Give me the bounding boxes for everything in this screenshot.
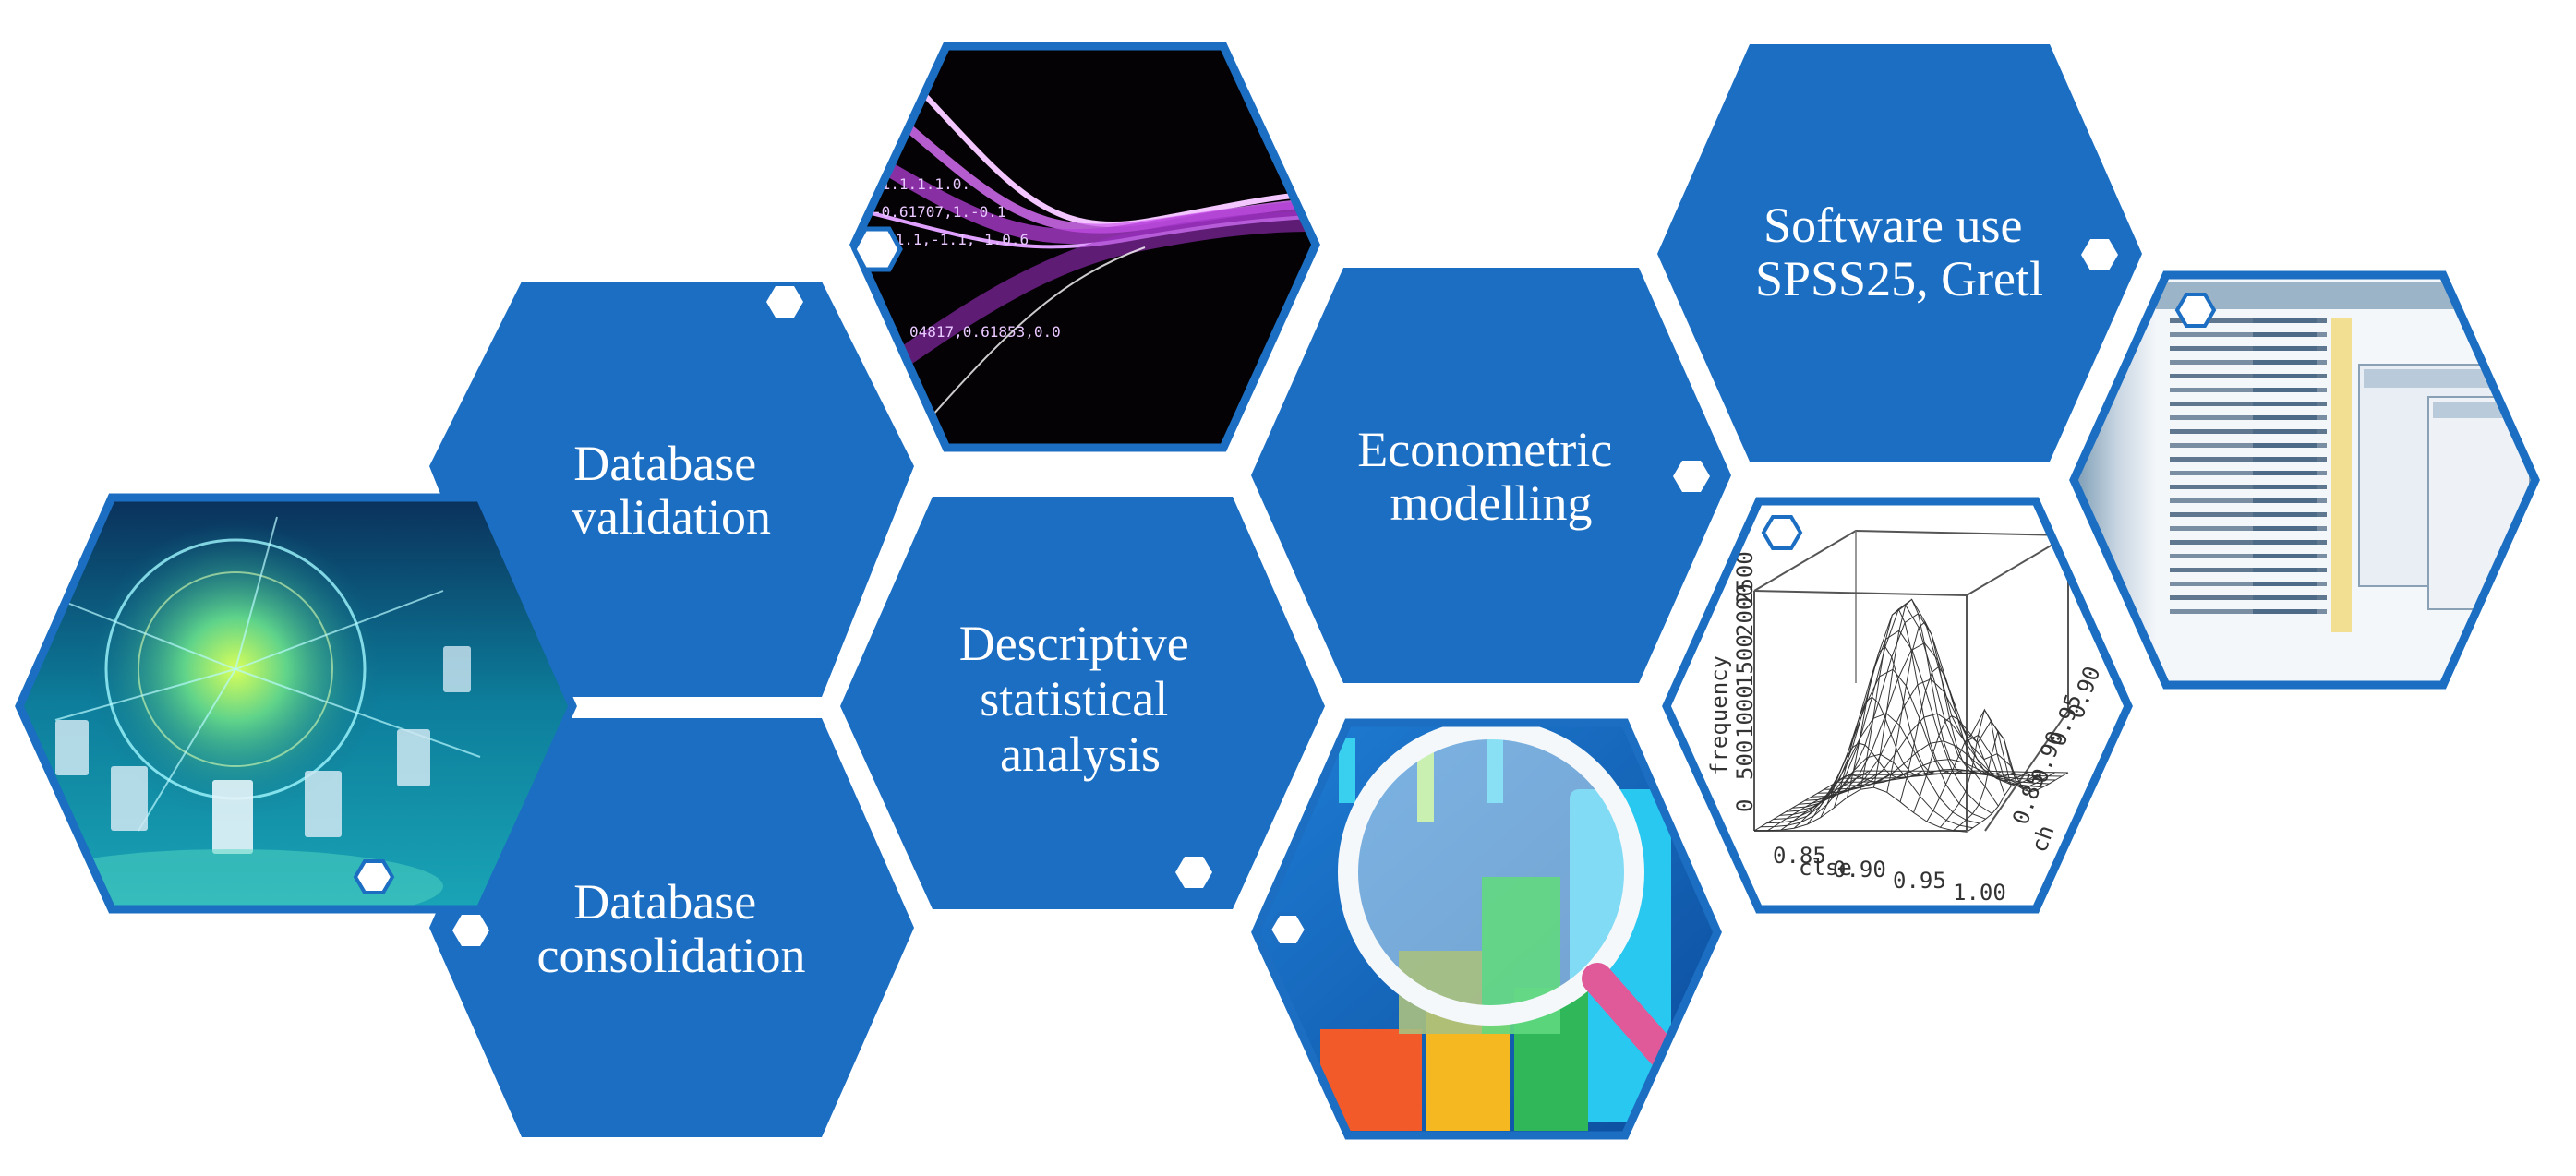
- svg-text:-0.61707,1.-0.1: -0.61707,1.-0.1: [873, 203, 1006, 221]
- hex-image-spss-screenshot: [2069, 270, 2540, 690]
- spreadsheet-window-icon: [2074, 275, 2535, 685]
- hex-badge-icon: [766, 286, 803, 318]
- svg-text:1000: 1000: [1732, 685, 1758, 738]
- svg-text:frequency: frequency: [1706, 655, 1732, 775]
- hex-image-data-streams: -1.1.1.1.0. -0.61707,1.-0.1 -1.1,-1.1,-1…: [849, 42, 1320, 452]
- hex-badge-icon: [353, 859, 395, 894]
- database-consolidation-label: Database consolidation: [537, 874, 806, 983]
- hex-badge-icon: [1673, 461, 1710, 492]
- software-use-label: Software use SPSS25, Gretl: [1755, 198, 2043, 306]
- hex-badge-icon: [452, 915, 489, 946]
- database-validation-label: Database validation: [572, 436, 771, 545]
- data-stream-icon: -1.1.1.1.0. -0.61707,1.-0.1 -1.1,-1.1,-1…: [854, 46, 1316, 448]
- svg-text:0.95: 0.95: [1893, 868, 1946, 894]
- hex-badge-icon: [851, 226, 903, 272]
- magnifier-bar-chart-icon: [1256, 723, 1717, 1135]
- svg-text:500: 500: [1732, 740, 1758, 780]
- hex-descriptive-statistical-analysis: Descriptive statistical analysis: [840, 497, 1325, 909]
- econometric-modelling-label: Econometric modelling: [1357, 422, 1624, 531]
- surface-plot-icon: frequency clse ch 0.85 0.90 0.95 1.00 0 …: [1667, 501, 2128, 909]
- svg-text:0.90: 0.90: [1833, 857, 1886, 882]
- svg-text:2000: 2000: [1732, 583, 1758, 637]
- svg-text:-1.1.1.1.0.: -1.1.1.1.0.: [873, 175, 970, 193]
- svg-text:-1.1,-1.1,-1.0.6: -1.1,-1.1,-1.0.6: [886, 231, 1029, 248]
- hex-badge-icon: [2081, 239, 2118, 270]
- descriptive-statistical-analysis-label: Descriptive statistical analysis: [959, 616, 1201, 782]
- svg-text:04817,0.61853,0.0: 04817,0.61853,0.0: [909, 323, 1061, 341]
- globe-network-icon: [19, 498, 572, 909]
- hex-image-surface-plot: frequency clse ch 0.85 0.90 0.95 1.00 0 …: [1662, 497, 2133, 914]
- svg-text:1500: 1500: [1732, 634, 1758, 688]
- hex-badge-icon: [1267, 912, 1309, 947]
- hex-econometric-modelling: Econometric modelling: [1251, 268, 1731, 683]
- hex-badge-icon: [1175, 857, 1212, 888]
- svg-text:clse: clse: [1799, 855, 1852, 881]
- svg-text:0: 0: [1732, 799, 1758, 812]
- surface-mesh: [1753, 598, 2069, 833]
- hex-software-use: Software use SPSS25, Gretl: [1657, 44, 2142, 462]
- svg-text:0.85: 0.85: [1773, 843, 1826, 869]
- hex-database-consolidation: Database consolidation: [429, 718, 914, 1137]
- svg-text:1.00: 1.00: [1953, 880, 2006, 906]
- hex-database-validation: Database validation: [429, 282, 914, 697]
- hex-image-network-globe: [15, 493, 577, 914]
- hex-image-magnifier-chart: [1251, 718, 1722, 1140]
- hex-badge-icon: [2174, 293, 2217, 328]
- hex-badge-icon: [1761, 515, 1803, 550]
- spreadsheet-rows: [2170, 318, 2327, 614]
